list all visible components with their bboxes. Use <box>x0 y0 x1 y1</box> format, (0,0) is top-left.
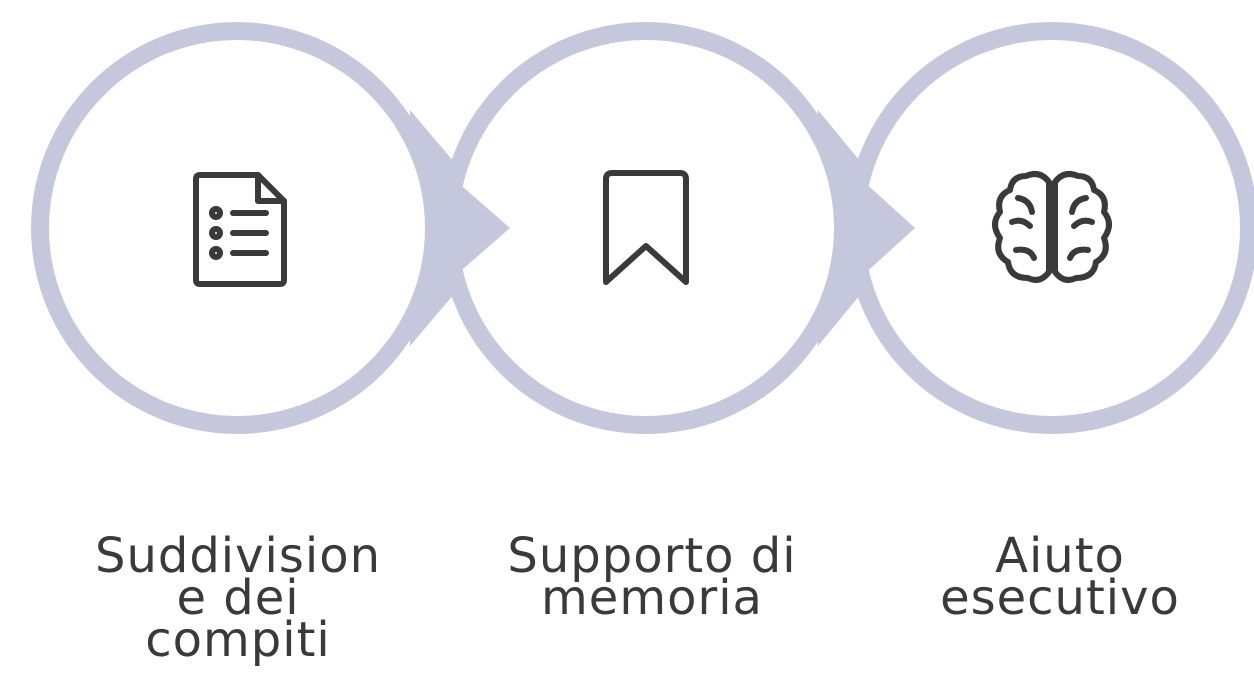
step-label-1: Suddivision e dei compiti <box>94 528 382 668</box>
step-label-3: Aiuto esecutivo <box>940 528 1180 626</box>
step-label-2: Supporto di memoria <box>507 528 797 626</box>
task-list-icon <box>193 172 287 287</box>
brain-icon <box>992 171 1112 283</box>
step-disc-1 <box>49 40 425 416</box>
connector-arrow-tip-1 <box>432 160 510 296</box>
bookmark-icon <box>603 170 689 285</box>
connector-arrow-tip-2 <box>840 160 915 296</box>
step-disc-2 <box>458 40 834 416</box>
